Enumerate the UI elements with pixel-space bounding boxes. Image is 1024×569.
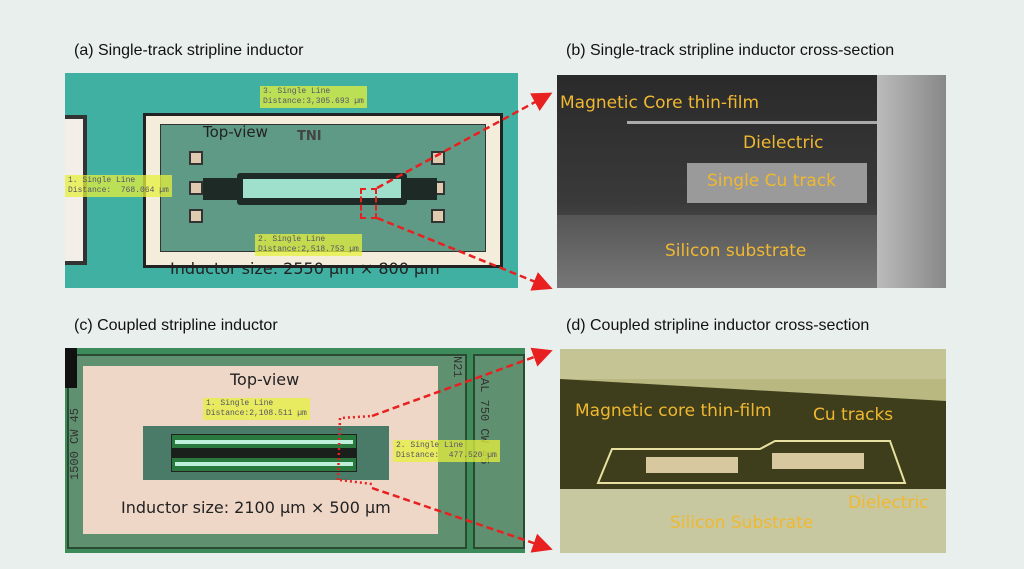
- silicon-region: [560, 489, 946, 553]
- logo-tni: TNI: [297, 129, 322, 144]
- edge-shadow: [65, 348, 77, 388]
- magnetic-core-top: [627, 121, 879, 124]
- core: [172, 448, 356, 458]
- label-cu-track: Single Cu track: [707, 171, 836, 191]
- top-view-label: Top-view: [203, 123, 268, 141]
- cross-section-marker: [360, 188, 377, 219]
- caption-d: (d) Coupled stripline inductor cross-sec…: [566, 317, 870, 334]
- track: [175, 440, 353, 444]
- measurement-2: 2. Single Line Distance: 477.520 µm: [393, 440, 500, 462]
- silicon-substrate: [557, 215, 877, 288]
- inductor-size-a: Inductor size: 2550 µm × 800 µm: [170, 259, 440, 278]
- inductor-core: [237, 173, 407, 205]
- label-silicon-substrate: Silicon Substrate: [670, 513, 814, 533]
- label-magnetic-core: Magnetic core thin-film: [575, 401, 772, 421]
- top-layer: [560, 349, 946, 379]
- side-text-right-1: N21: [450, 356, 464, 378]
- panel-b-sem: Magnetic Core thin-film Dielectric Singl…: [557, 75, 946, 288]
- label-silicon-substrate: Silicon substrate: [665, 241, 807, 261]
- caption-c: (c) Coupled stripline inductor: [74, 317, 278, 334]
- track: [175, 462, 353, 466]
- label-cu-tracks: Cu tracks: [813, 405, 894, 425]
- cu-track: [687, 163, 867, 203]
- pad: [431, 151, 445, 165]
- pad: [189, 151, 203, 165]
- label-dielectric: Dielectric: [848, 493, 929, 513]
- cu-track-2: [772, 453, 864, 469]
- caption-a: (a) Single-track stripline inductor: [74, 42, 304, 59]
- measurement-1: 1. Single Line Distance: 768.064 µm: [65, 175, 172, 197]
- cross-section-shapes: [560, 379, 946, 553]
- pad: [431, 209, 445, 223]
- caption-b: (b) Single-track stripline inductor cros…: [566, 42, 895, 59]
- panel-d-micrograph: Magnetic core thin-film Cu tracks Dielec…: [560, 349, 946, 553]
- top-view-label: Top-view: [230, 370, 300, 389]
- cleaved-edge: [877, 75, 946, 288]
- cu-track-1: [646, 457, 738, 473]
- pad: [189, 209, 203, 223]
- measurement-1: 1. Single Line Distance:2,108.511 µm: [203, 398, 310, 420]
- measurement-2: 2. Single Line Distance:2,518.753 µm: [255, 234, 362, 256]
- inductor-track: [243, 179, 401, 198]
- inductor-size-c: Inductor size: 2100 µm × 500 µm: [121, 498, 391, 517]
- magnetic-core-outline: [596, 440, 907, 484]
- label-magnetic-core: Magnetic Core thin-film: [560, 93, 760, 113]
- dielectric-region: [560, 379, 946, 489]
- measurement-3: 3. Single Line Distance:3,305.693 µm: [260, 86, 367, 108]
- label-dielectric: Dielectric: [743, 133, 824, 153]
- pad: [189, 181, 203, 195]
- panel-c-micrograph: 1500 CW 45 N21 AL 750 CW 45 Top-view 1. …: [65, 348, 525, 553]
- side-text-left: 1500 CW 45: [68, 408, 82, 481]
- panel-a-micrograph: Top-view TNI 3. Single Line Distance:3,3…: [65, 73, 518, 288]
- inductor-tracks: [171, 434, 357, 472]
- inductor-body: [143, 426, 389, 480]
